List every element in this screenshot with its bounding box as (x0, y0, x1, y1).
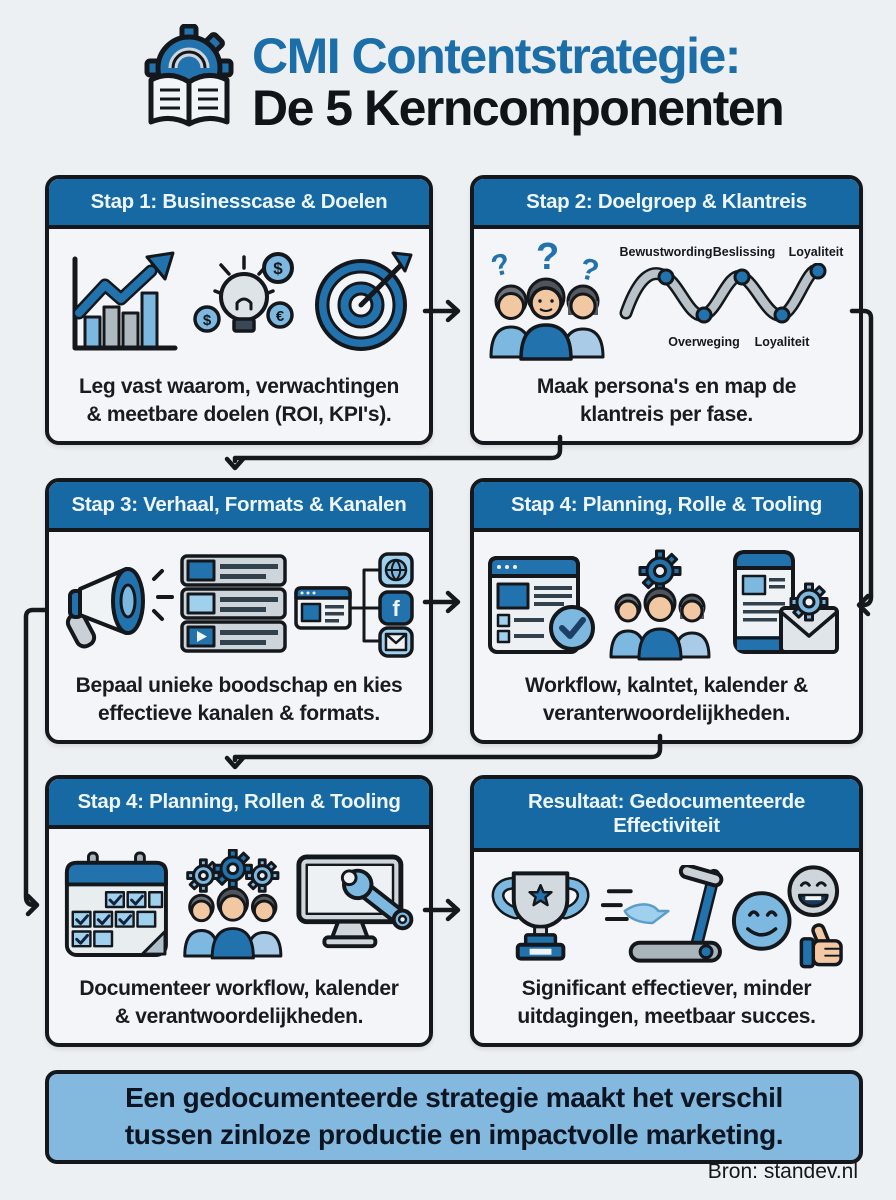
team-gears-icon (183, 848, 283, 960)
euro-glyph: € (275, 308, 284, 325)
dollar-glyph: $ (273, 259, 283, 278)
card-stap3-header: Stap 3: Verhaal, Formats & Kanalen (49, 482, 429, 532)
channels-icon: f (294, 552, 414, 658)
page-title-line1: CMI Contentstrategie: (252, 28, 741, 84)
content-formats-icon (180, 554, 288, 654)
trophy-icon (491, 871, 590, 961)
team-gear-icon (609, 549, 711, 661)
card-stap1-text: Leg vast waarom, verwachtingen & meetbar… (78, 375, 400, 426)
card-stap4: Stap 4: Planning, Rolle & Tooling (470, 478, 863, 744)
arrow-step3-to-step5-left-head (25, 893, 40, 917)
question-mark-glyph: ? (577, 252, 602, 288)
card-stap2: Stap 2: Doelgroep & Klantreis ? ? ? (470, 175, 863, 445)
journey-label: Loyaliteit (788, 244, 844, 259)
facebook-letter-glyph: f (392, 596, 400, 621)
question-mark-glyph: ? (488, 247, 514, 283)
card-resultaat-header: Resultaat: Gedocumenteerde Effectiviteit (474, 779, 859, 853)
arrow-step3-to-step4-head (445, 590, 461, 614)
conclusion-banner: Een gedocumenteerde strategie maakt het … (45, 1070, 863, 1164)
journey-wave (619, 262, 827, 324)
dollar-glyph: $ (202, 312, 211, 329)
card-stap4b-text: Documenteer workflow, kalender & verantw… (79, 977, 399, 1028)
idea-money-icon: $ $ € (192, 252, 294, 334)
card-stap1: Stap 1: Businesscase & Doelen (45, 175, 433, 445)
journey-label: Beslissing (712, 244, 776, 259)
treadmill-icon (601, 864, 724, 963)
megaphone-icon (66, 566, 175, 649)
card-stap4b-header: Stap 4: Planning, Rollen & Tooling (49, 779, 429, 829)
question-mark-glyph: ? (536, 239, 559, 278)
conclusion-text: Een gedocumenteerde strategie maakt het … (124, 1082, 784, 1150)
card-stap4-header: Stap 4: Planning, Rolle & Tooling (474, 482, 859, 532)
journey-label: Loyaliteit (754, 334, 810, 349)
arrow-step3-to-step5-left (23, 607, 48, 908)
arrow-step4-to-step5-head (224, 755, 246, 770)
gear-book-icon (144, 24, 234, 127)
card-stap3: Stap 3: Verhaal, Formats & Kanalen (45, 478, 433, 744)
card-resultaat: Resultaat: Gedocumenteerde Effectiviteit (470, 775, 863, 1047)
arrow-step1-to-step2-head (445, 299, 461, 323)
arrow-step5-to-result-head (445, 898, 461, 922)
card-stap1-header: Stap 1: Businesscase & Doelen (49, 179, 429, 229)
card-stap2-text: Maak persona's en map de klantreis per f… (536, 375, 797, 426)
customer-journey-map: Bewustwording Beslissing Loyaliteit Over… (616, 245, 848, 353)
journey-label: Overweging (668, 334, 740, 349)
growth-chart-icon (72, 251, 177, 351)
card-resultaat-text: Significant effectiever, minder uitdagin… (517, 977, 816, 1028)
source-attribution: Bron: standev.nl (707, 1160, 858, 1183)
card-stap3-text: Bepaal unieke boodschap en kies effectie… (75, 674, 403, 725)
journey-label: Bewustwording (619, 244, 713, 259)
arrow-step2-to-step3-head (224, 456, 246, 471)
personas-icon: ? ? ? (488, 239, 605, 361)
card-stap4b: Stap 4: Planning, Rollen & Tooling (45, 775, 433, 1047)
checklist-doc-icon (488, 555, 596, 654)
target-icon (314, 251, 412, 352)
page-title: CMI Contentstrategie: De 5 Kerncomponent… (252, 28, 785, 136)
monitor-wrench-icon (296, 854, 414, 949)
card-stap4-text: Workflow, kalntet, kalender & veranterwo… (524, 674, 809, 725)
card-stap2-header: Stap 2: Doelgroep & Klantreis (474, 179, 859, 229)
calendar-icon (64, 851, 168, 957)
mobile-mail-gear-icon (732, 549, 839, 654)
smileys-thumbsup-icon (731, 865, 843, 969)
page-title-line2: De 5 Kerncomponenten (252, 80, 785, 136)
